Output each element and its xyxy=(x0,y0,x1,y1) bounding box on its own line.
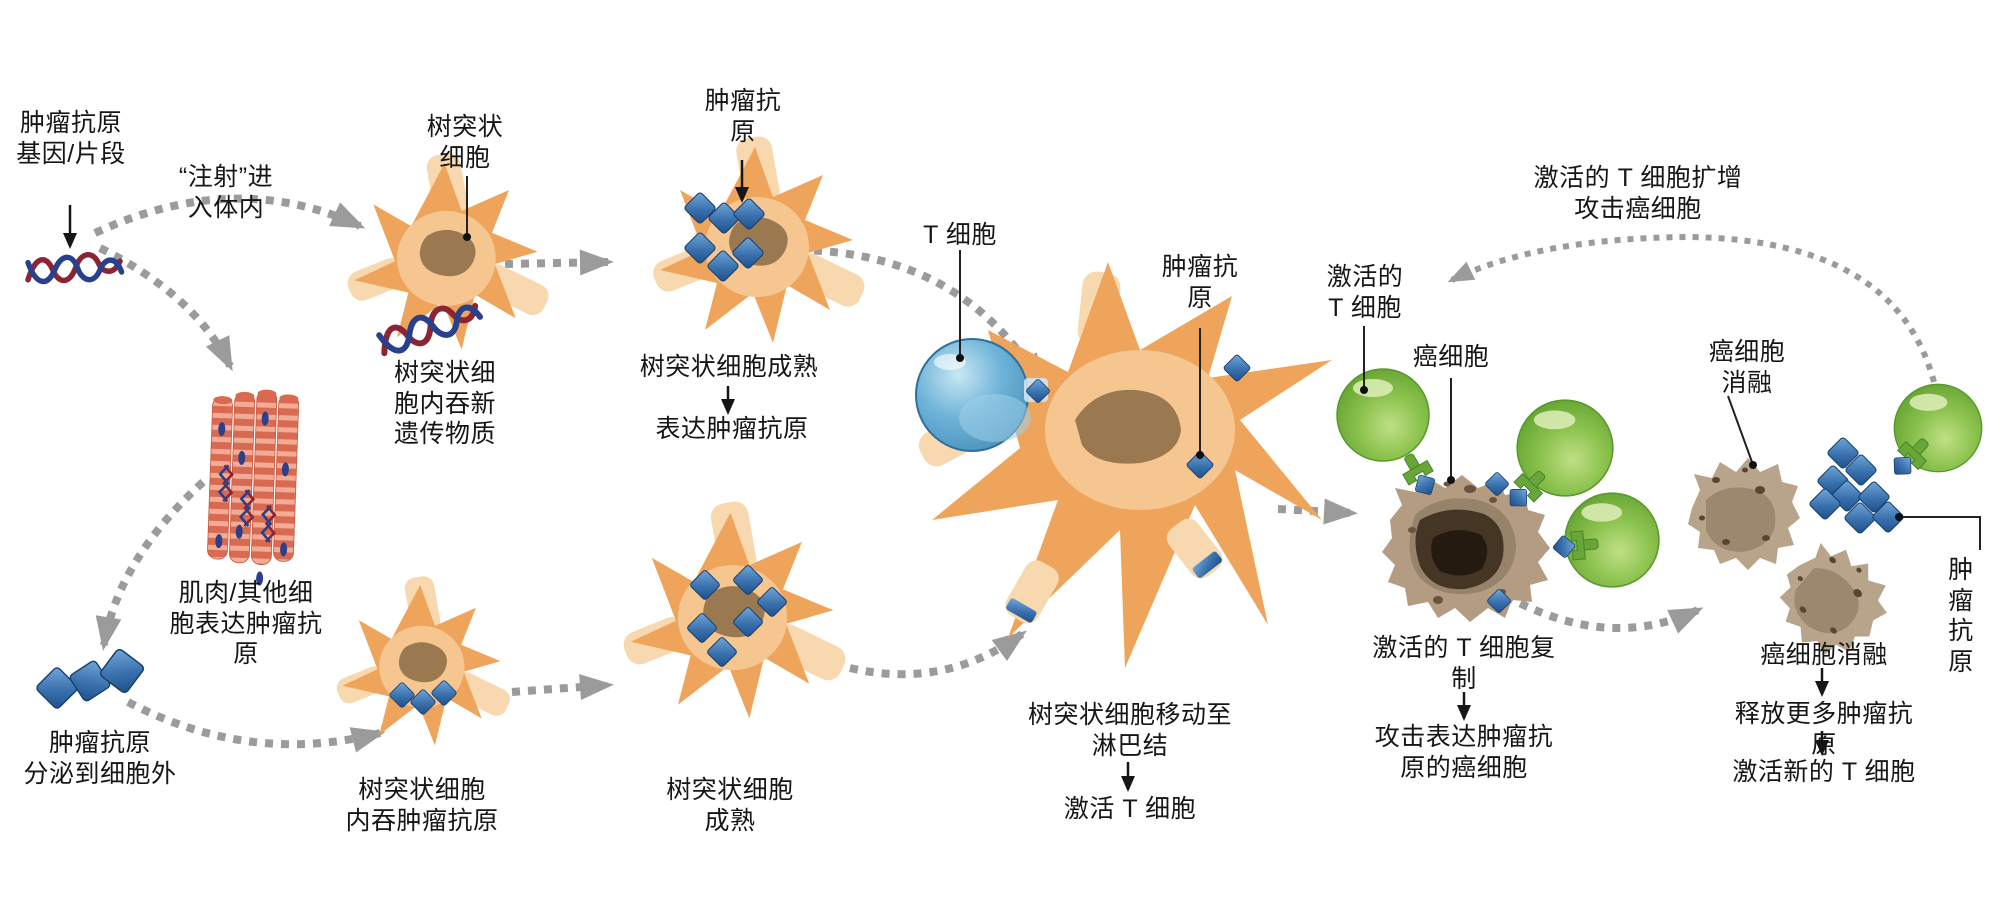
label-activated-t: 激活的 T 细胞 xyxy=(1326,263,1404,322)
arrow-cluster-to-lysis xyxy=(1504,592,1704,634)
label-cancer-lysis: 癌细胞 消融 xyxy=(1708,338,1786,397)
label-express-antigen: 表达肿瘤抗原 xyxy=(655,415,809,443)
label-dendritic-cell: 树突状 细胞 xyxy=(426,113,504,172)
label-cancer-cell: 癌细胞 xyxy=(1412,343,1490,371)
label-t-cell: T 细胞 xyxy=(923,221,997,249)
label-antigen-secreted: 肿瘤抗原 分泌到细胞外 xyxy=(23,729,177,788)
label-tumor-antigen-mid: 肿瘤抗 原 xyxy=(1161,253,1239,312)
dendritic-cell-top-2-mature xyxy=(649,134,869,343)
label-tumor-antigen-right: 肿瘤 抗原 xyxy=(1948,556,1974,676)
label-dc-mature-2: 树突状细胞 成熟 xyxy=(666,776,794,835)
arrow-dna-to-muscle xyxy=(98,244,234,372)
receptor-tube-left xyxy=(1005,560,1059,624)
label-t-replicate: 激活的 T 细胞复 制 xyxy=(1372,634,1556,693)
label-release-antigen: 释放更多肿瘤抗原 xyxy=(1734,700,1914,759)
label-tumor-antigen-top: 肿瘤抗 原 xyxy=(704,87,782,146)
arrow-dc3-to-dc4 xyxy=(511,674,614,701)
label-dc-migrate: 树突状细胞移动至 淋巴结 xyxy=(1027,701,1233,760)
label-muscle-express: 肌肉/其他细 胞表达肿瘤抗 原 xyxy=(169,579,323,668)
arrow-expand-loop xyxy=(1447,233,1937,383)
label-dc-mature: 树突状细胞成熟 xyxy=(639,353,819,381)
arrow-inject-path xyxy=(93,194,366,237)
cancer-nucleus xyxy=(1431,530,1488,576)
released-antigens xyxy=(1808,436,1905,535)
label-activate-t: 激活 T 细胞 xyxy=(1063,795,1197,823)
label-cancer-lysis-2: 癌细胞消融 xyxy=(1760,641,1888,669)
dendritic-cell-bottom-2-mature xyxy=(619,499,850,719)
arrow-dc4-to-lymph xyxy=(849,630,1027,679)
pointer-arrows xyxy=(63,160,1829,792)
arrow-antigen-to-dc3 xyxy=(126,698,386,753)
flow-arrows xyxy=(93,194,1704,753)
label-activate-new-t: 激活新的 T 细胞 xyxy=(1732,758,1916,786)
lysing-cancer-cell-icon xyxy=(1688,458,1800,570)
label-t-expand: 激活的 T 细胞扩增 攻击癌细胞 xyxy=(1533,164,1743,223)
receptor-tube-right xyxy=(1166,518,1223,579)
muscle-nuclei xyxy=(215,411,289,586)
dendritic-cell-lymph-node xyxy=(918,262,1332,668)
pointer-dots xyxy=(463,233,1903,521)
arrow-dc2-to-lymph xyxy=(797,246,1044,389)
dendritic-cell-top-1 xyxy=(344,151,553,354)
label-dc-engulf-antigen: 树突状细胞 内吞肿瘤抗原 xyxy=(345,776,499,835)
dna-helix-icon xyxy=(28,255,122,282)
label-gene-fragment: 肿瘤抗原 基因/片段 xyxy=(16,109,126,168)
activated-cluster xyxy=(1336,368,1660,622)
muscle-dna xyxy=(217,464,277,543)
muscle-fiber-icon xyxy=(207,389,300,586)
label-dc-engulf-genetic: 树突状细 胞内吞新 遗传物质 xyxy=(393,359,497,448)
arrow-lymph-to-cluster xyxy=(1277,498,1358,525)
arrow-dc1-to-dc2 xyxy=(504,249,614,276)
activated-t-cell-icon xyxy=(1336,368,1430,462)
t-cell-icon xyxy=(915,338,1051,452)
dendritic-cell-bottom-1 xyxy=(333,574,514,746)
pointer-lines xyxy=(466,176,1981,550)
label-inject: “注射”进 入体内 xyxy=(178,163,274,222)
label-attack-cancer: 攻击表达肿瘤抗 原的癌细胞 xyxy=(1374,723,1554,782)
